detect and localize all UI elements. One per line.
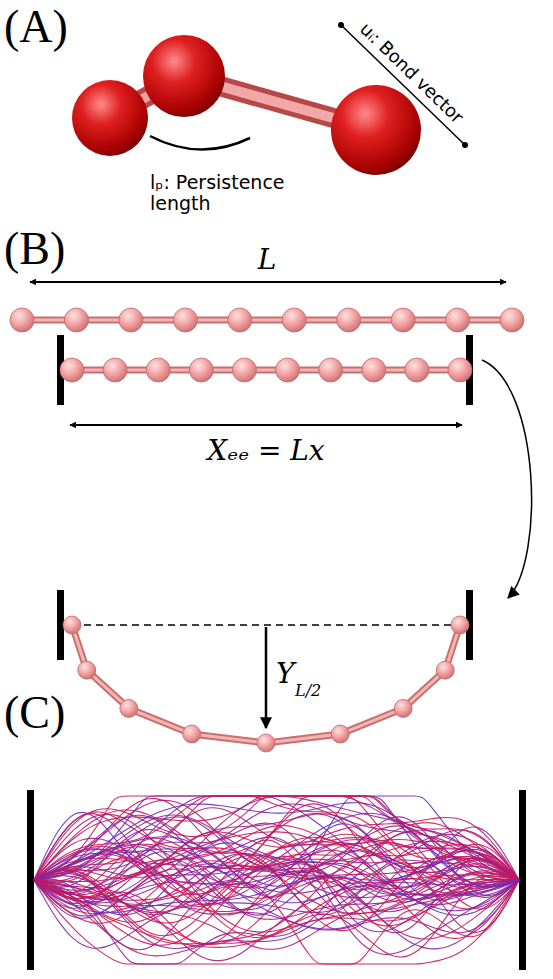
bead <box>64 308 88 332</box>
chain-bond-highlight <box>72 625 460 743</box>
conformation-curve <box>34 817 519 918</box>
conformation-curve <box>34 796 519 880</box>
conformation-curve <box>34 873 519 938</box>
chain-bond-highlight <box>22 319 512 322</box>
conformation-curve <box>34 796 519 880</box>
bead-chains <box>10 308 524 752</box>
bead <box>448 358 472 382</box>
panel-letter: (C) <box>4 690 65 736</box>
sagging-chain <box>63 616 469 752</box>
chain-bond <box>22 317 512 324</box>
bead <box>500 308 524 332</box>
conformation-curve <box>34 796 519 923</box>
bead <box>257 734 275 752</box>
conformation-curve <box>34 798 519 939</box>
stretched-chain <box>60 358 472 382</box>
atom-spheres <box>72 35 421 175</box>
conformation-curve <box>34 796 519 880</box>
angle-arc <box>150 136 250 150</box>
persistence-label: lₚ: Persistence length <box>150 172 300 214</box>
wall-bars <box>27 335 526 970</box>
bead <box>436 661 454 679</box>
bead <box>146 358 170 382</box>
length-arrow <box>30 281 506 283</box>
bead <box>276 358 300 382</box>
bead <box>60 358 84 382</box>
bead <box>228 308 252 332</box>
conformation-curve <box>34 814 519 932</box>
polymer-conformations <box>34 796 519 964</box>
conformation-curve <box>34 796 519 910</box>
bond-vector-bar <box>338 22 468 148</box>
bead <box>173 308 197 332</box>
bead <box>331 725 349 743</box>
bead <box>451 616 469 634</box>
bead <box>362 358 386 382</box>
chain-bond-highlight <box>72 369 460 372</box>
chain-bond <box>72 367 460 374</box>
sag-symbol: Y <box>276 660 294 688</box>
bead <box>189 358 213 382</box>
conformation-curve <box>34 796 519 880</box>
length-label: L <box>258 246 277 274</box>
bead <box>391 308 415 332</box>
bead <box>183 725 201 743</box>
bead <box>394 699 412 717</box>
baseline-dashed <box>72 624 460 626</box>
bead <box>337 308 361 332</box>
conformation-curve <box>34 841 519 935</box>
bead <box>405 358 429 382</box>
bead <box>446 308 470 332</box>
bead <box>120 699 138 717</box>
free-chain <box>10 308 524 332</box>
conformation-curve <box>34 871 519 945</box>
panel-letter: (A) <box>4 4 68 50</box>
conformation-curve <box>34 813 519 887</box>
bead <box>78 661 96 679</box>
bead <box>103 358 127 382</box>
bead <box>232 358 256 382</box>
conformation-curve <box>34 870 519 957</box>
bead <box>63 616 81 634</box>
conformation-curve <box>34 796 519 887</box>
conformation-curve <box>34 796 519 909</box>
chain-bond <box>72 625 460 743</box>
extension-arrow <box>70 424 462 426</box>
sag-arrow <box>265 627 268 728</box>
conformation-curve <box>34 814 519 933</box>
conformation-curve <box>34 832 519 900</box>
sag-subscript: L/2 <box>295 683 321 699</box>
transition-arrow <box>482 360 532 598</box>
panel-letter: (B) <box>4 226 65 272</box>
conformation-curve <box>34 837 519 911</box>
bead <box>282 308 306 332</box>
extension-label: Xₑₑ = Lx <box>207 437 324 465</box>
bead <box>119 308 143 332</box>
bead <box>319 358 343 382</box>
conformation-curve <box>34 849 519 926</box>
bead <box>10 308 34 332</box>
